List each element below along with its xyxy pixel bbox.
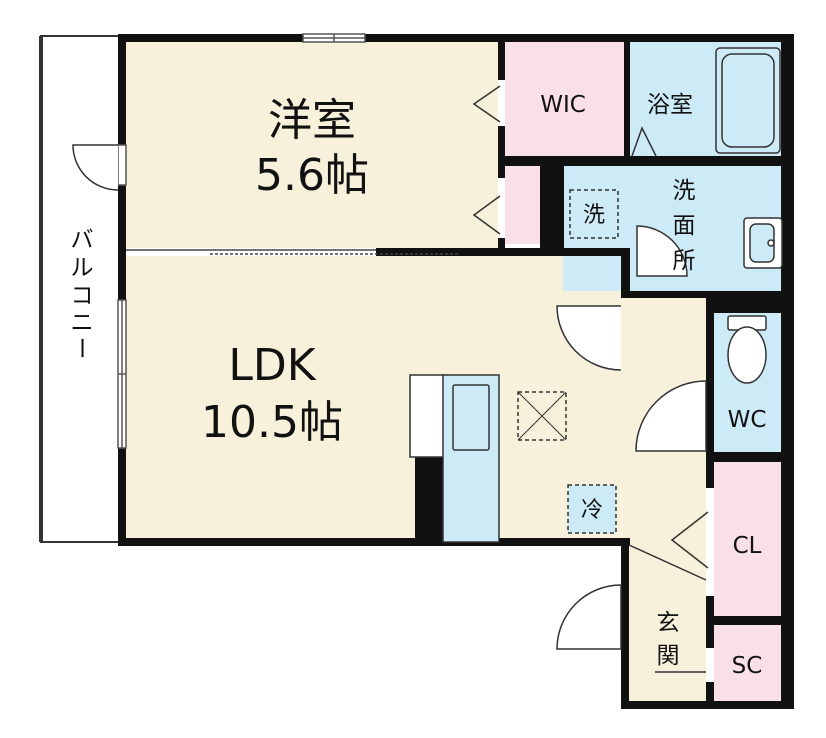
fridge-space (567, 484, 617, 534)
hallway-area (629, 296, 707, 701)
washer-label: 洗 (583, 203, 605, 228)
western-room-area (124, 41, 500, 251)
ldk-size: 10.5帖 (201, 397, 343, 448)
range-marker (517, 391, 567, 441)
washer-pan (569, 189, 619, 239)
washroom-label-1: 洗 (673, 178, 696, 204)
western-room-size: 5.6帖 (255, 150, 369, 201)
storage-small-area (504, 166, 540, 244)
labels: 洋室 5.6帖 LDK 10.5帖 WIC 浴室 洗 面 所 洗 冷 WC CL… (68, 92, 766, 679)
fridge-label: 冷 (581, 498, 603, 523)
balcony-label-2: ル (71, 255, 94, 281)
washroom-label-3: 所 (673, 248, 696, 274)
ldk-area (124, 256, 629, 542)
entrance-label-2: 関 (657, 643, 680, 669)
shoe-closet-label: SC (732, 653, 763, 679)
balcony-label-5: ー (68, 337, 94, 360)
fixtures (409, 47, 783, 543)
balcony-label-3: コ (71, 283, 94, 309)
ldk-name: LDK (228, 340, 316, 391)
shoe-closet-area (712, 625, 781, 701)
sliding-door (126, 248, 460, 256)
room-fills (124, 41, 781, 701)
closet-area (712, 462, 781, 616)
door-swings (72, 126, 707, 650)
windows (117, 33, 366, 449)
balcony-label-4: ニ (71, 310, 94, 336)
closet-doors (472, 80, 714, 682)
balcony-outline (39, 35, 124, 543)
counter-top (409, 374, 445, 458)
entrance-step (628, 544, 707, 581)
entrance-label-1: 玄 (657, 610, 680, 636)
wic-label: WIC (540, 92, 586, 118)
wic-area (504, 41, 625, 156)
wc-label: WC (728, 407, 767, 433)
toilet-bowl (727, 326, 767, 384)
western-room-name: 洋室 (268, 95, 356, 146)
bathroom-label: 浴室 (647, 92, 693, 118)
washroom-label-2: 面 (673, 213, 696, 239)
closet-label: CL (733, 533, 762, 559)
balcony-label-1: バ (71, 227, 94, 253)
